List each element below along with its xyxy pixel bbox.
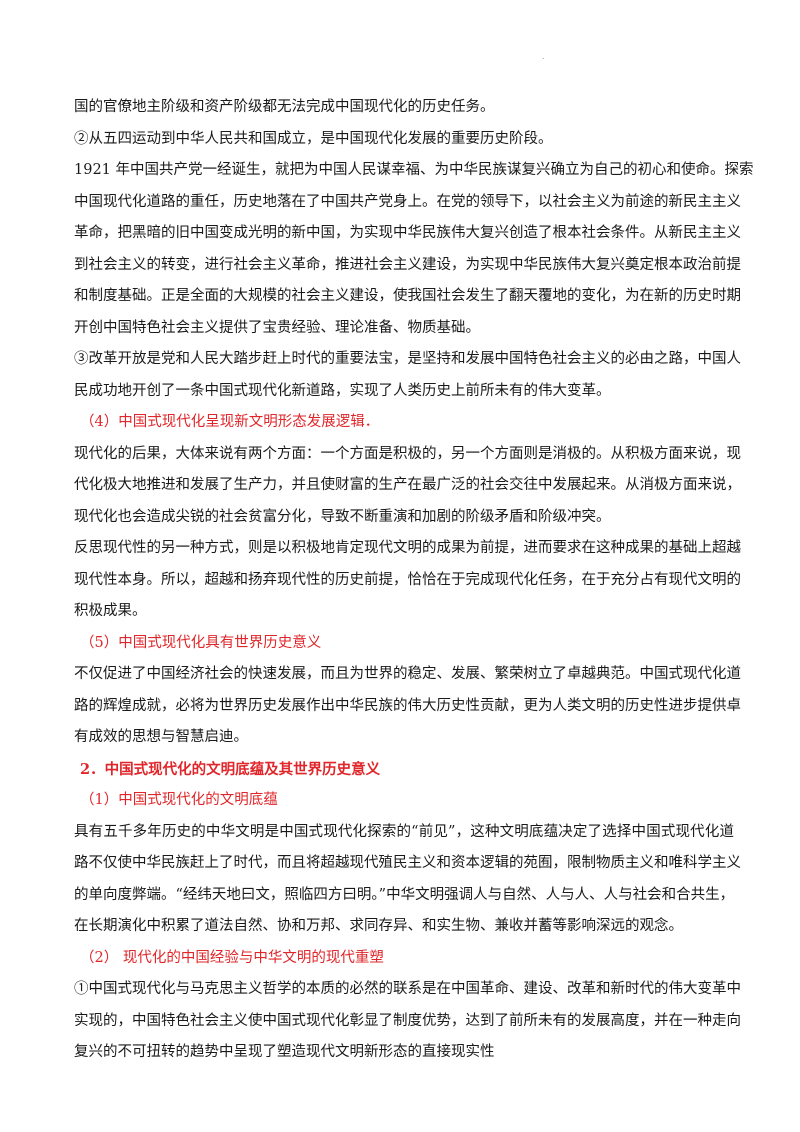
text-line: 路不仅使中华民族赶上了时代，而且将超越现代殖民主义和资本逻辑的苑囿，限制物质主义… — [74, 855, 741, 871]
subheading: （1）中国式现代化的文明底蕴 — [80, 792, 278, 808]
text-line: ②从五四运动到中华人民共和国成立，是中国现代化发展的重要历史阶段。 — [74, 130, 553, 147]
text-line: ③改革开放是党和人民大踏步赶上时代的重要法宝，是坚持和发展中国特色社会主义的必由… — [74, 351, 741, 367]
text-line: 民成功地开创了一条中国式现代化新道路，实现了人类历史上前所未有的伟大变革。 — [74, 382, 611, 399]
section-heading: 2．中国式现代化的文明底蕴及其世界历史意义 — [80, 760, 381, 778]
text-line: 代化极大地推进和发展了生产力，并且使财富的生产在最广泛的社会交往中发展起来。从消… — [74, 477, 741, 493]
text-line: 反思现代性的另一种方式，则是以积极地肯定现代文明的成果为前提，进而要求在这种成果… — [74, 540, 741, 556]
header-dot: . — [542, 52, 545, 61]
text-line: 国的官僚地主阶级和资产阶级都无法完成中国现代化的历史任务。 — [74, 99, 495, 115]
text-line: 实现的，中国特色社会主义使中国式现代化彰显了制度优势，达到了前所未有的发展高度，… — [74, 1012, 741, 1029]
text-line: 不仅促进了中国经济社会的快速发展，而且为世界的稳定、发展、繁荣树立了卓越典范。中… — [74, 666, 741, 682]
text-line: 的单向度弊端。“经纬天地曰文，照临四方曰明。”中华文明强调人与自然、人与人、人与… — [74, 886, 735, 903]
text-line: 复兴的不可扭转的趋势中呈现了塑造现代文明新形态的直接现实性 — [74, 1044, 495, 1060]
text-line: 现代化也会造成尖锐的社会贫富分化，导致不断重演和加剧的阶级矛盾和阶级冲突。 — [74, 508, 611, 525]
text-line: 中国现代化道路的重任，历史地落在了中国共产党身上。在党的领导下，以社会主义为前途… — [74, 193, 741, 210]
subheading: （2） 现代化的中国经验与中华文明的现代重塑 — [80, 949, 384, 966]
text-line: 到社会主义的转变，进行社会主义革命，推进社会主义建设，为实现中华民族伟大复兴奠定… — [74, 256, 741, 273]
text-line: 在长期演化中积累了道法自然、协和万邦、求同存异、和实生物、兼收并蓄等影响深远的观… — [74, 918, 683, 934]
text-line: 开创中国特色社会主义提供了宝贵经验、理论准备、物质基础。 — [74, 319, 480, 336]
text-line: 有成效的思想与智慧启迪。 — [74, 729, 248, 745]
text-line: 革命，把黑暗的旧中国变成光明的新中国，为实现中华民族伟大复兴创造了根本社会条件。… — [74, 225, 741, 241]
text-line: ①中国式现代化与马克思主义哲学的本质的必然的联系是在中国革命、建设、改革和新时代… — [74, 981, 741, 997]
text-line: 具有五千多年历史的中华文明是中国式现代化探索的“前见”，这种文明底蕴决定了选择中… — [74, 823, 734, 840]
text-line: 和制度基础。正是全面的大规模的社会主义建设，使我国社会发生了翻天覆地的变化，为在… — [74, 288, 741, 304]
text-line: 路的辉煌成就，必将为世界历史发展作出中华民族的伟大历史性贡献，更为人类文明的历史… — [74, 697, 741, 714]
text-line: 积极成果。 — [74, 603, 147, 619]
subheading: （4）中国式现代化呈现新文明形态发展逻辑． — [80, 414, 380, 430]
text-line: 现代化的后果，大体来说有两个方面：一个方面是积极的，另一个方面则是消极的。从积极… — [74, 445, 741, 462]
text-line: 现代性本身。所以，超越和扬弃现代性的历史前提，恰恰在于完成现代化任务，在于充分占… — [74, 571, 741, 588]
subheading: （5）中国式现代化具有世界历史意义 — [80, 634, 322, 651]
document-body: 国的官僚地主阶级和资产阶级都无法完成中国现代化的历史任务。 ②从五四运动到中华人… — [74, 92, 754, 1069]
text-line: 1921 年中国共产党一经诞生，就把为中国人民谋幸福、为中华民族谋复兴确立为自己… — [74, 162, 754, 178]
